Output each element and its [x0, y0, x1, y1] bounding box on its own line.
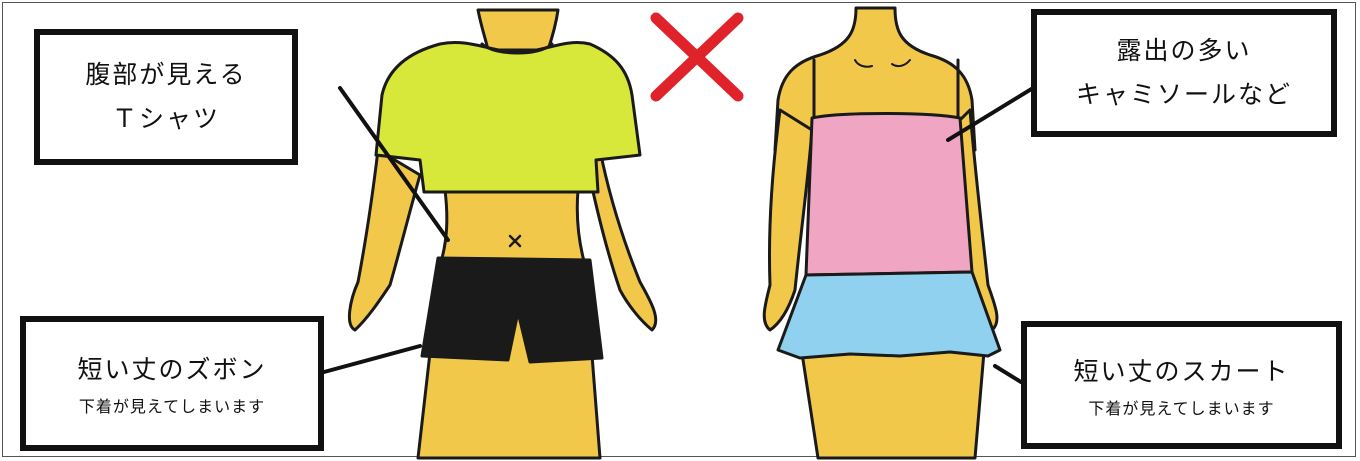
pointer-bottom-left: [324, 346, 420, 372]
callout-br-main: 短い丈のスカート: [1073, 350, 1289, 394]
callout-tl-line1: 腹部が見える: [85, 53, 246, 97]
callout-tr-line2: キャミソールなど: [1076, 73, 1292, 117]
callout-exposed-belly-tshirt: 腹部が見える Ｔシャツ: [34, 29, 298, 165]
left-arm-right: [590, 150, 656, 330]
callout-bl-main: 短い丈のズボン: [77, 348, 266, 392]
left-shorts: [422, 258, 602, 362]
callout-short-skirt: 短い丈のスカート 下着が見えてしまいます: [1021, 321, 1342, 449]
callout-revealing-camisole: 露出の多い キャミソールなど: [1031, 9, 1337, 137]
callout-tr-line1: 露出の多い: [1116, 29, 1251, 73]
figure-left: [349, 10, 655, 458]
left-arm-left: [349, 150, 420, 330]
pointer-bottom-right: [995, 366, 1021, 382]
callout-bl-sub: 下着が見えてしまいます: [79, 396, 265, 418]
left-neck: [478, 10, 558, 50]
right-legs: [800, 340, 985, 458]
callout-br-sub: 下着が見えてしまいます: [1088, 398, 1274, 420]
right-camisole: [806, 114, 972, 276]
figure-right: [764, 8, 1000, 458]
red-x-icon: [656, 18, 738, 96]
callout-tl-line2: Ｔシャツ: [112, 97, 220, 141]
right-skirt: [778, 272, 1000, 358]
callout-short-pants: 短い丈のズボン 下着が見えてしまいます: [20, 316, 324, 451]
